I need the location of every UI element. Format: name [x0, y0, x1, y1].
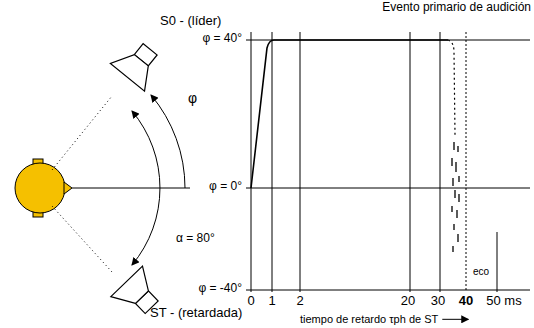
speaker-label: S0 - (líder)	[160, 14, 221, 29]
tick-label: 0	[247, 294, 254, 309]
speaker-symbol	[110, 36, 167, 92]
angle-arc	[132, 111, 160, 265]
chart-title: Evento primario de audición	[382, 1, 531, 15]
tick-label: 1	[268, 294, 275, 309]
angle-label: φ	[188, 90, 197, 106]
axis-label: φ = -40°	[198, 282, 242, 296]
tick-label: 2	[296, 294, 303, 309]
chart-grid	[246, 32, 530, 292]
reference-line	[72, 188, 190, 189]
listener-head	[15, 159, 72, 217]
echo-threshold	[466, 32, 467, 292]
localization-curve	[448, 40, 455, 135]
diffuse-marks	[452, 142, 459, 252]
axis-title: tiempo de retardo τph de ST	[300, 313, 438, 326]
tick-label: 40	[459, 294, 473, 309]
sight-line	[52, 96, 112, 170]
angle-label: α = 80°	[176, 232, 215, 246]
angle-arc	[151, 95, 185, 188]
tick-label: 20	[401, 294, 415, 309]
sight-line	[52, 206, 112, 272]
axis-label: φ = 40°	[202, 32, 242, 46]
tick-label: 30	[431, 294, 445, 309]
axis-arrow	[442, 319, 468, 320]
axis-label: φ = 0°	[209, 180, 242, 194]
tick-label: 50 ms	[486, 294, 521, 309]
echo-label: eco	[473, 266, 489, 278]
speaker-label: ST - (retardada)	[150, 306, 242, 321]
localization-curve	[251, 40, 448, 188]
